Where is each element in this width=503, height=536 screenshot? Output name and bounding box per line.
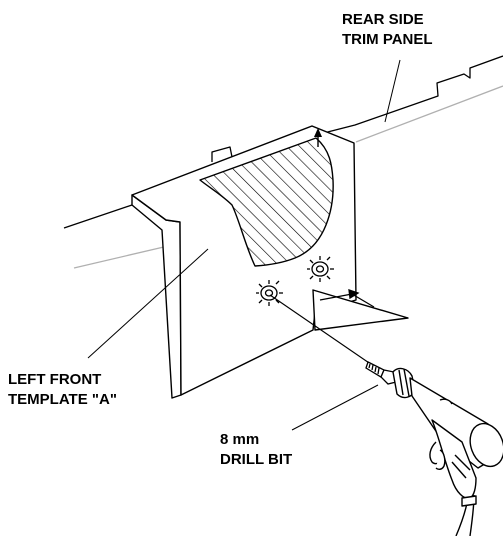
rear-panel-label-line2: TRIM PANEL [342, 31, 433, 48]
dimension-arrow [319, 289, 375, 308]
drill-bit-label-line1: 8 mm [220, 431, 260, 448]
drill-bit-label: 8 mm DRILL BIT [220, 430, 292, 470]
drill-bit [365, 361, 397, 385]
power-drill [392, 367, 503, 536]
template-a [131, 125, 409, 399]
rear-side-trim-panel-label: REAR SIDE TRIM PANEL [342, 10, 433, 50]
drill-axis-line [269, 294, 376, 368]
template-label: LEFT FRONT TEMPLATE "A" [8, 370, 117, 410]
rear-panel-label-line1: REAR SIDE [342, 11, 424, 28]
leader-drill-bit [291, 384, 379, 431]
drill-hole-right [307, 256, 334, 282]
template-label-line1: LEFT FRONT [8, 371, 102, 388]
leader-lines [87, 59, 401, 431]
drill-bit-label-line2: DRILL BIT [220, 451, 293, 468]
leader-template [87, 248, 209, 359]
drill-holes [256, 256, 334, 306]
template-label-line2: TEMPLATE "A" [8, 391, 117, 408]
leader-rear-panel [384, 59, 401, 123]
